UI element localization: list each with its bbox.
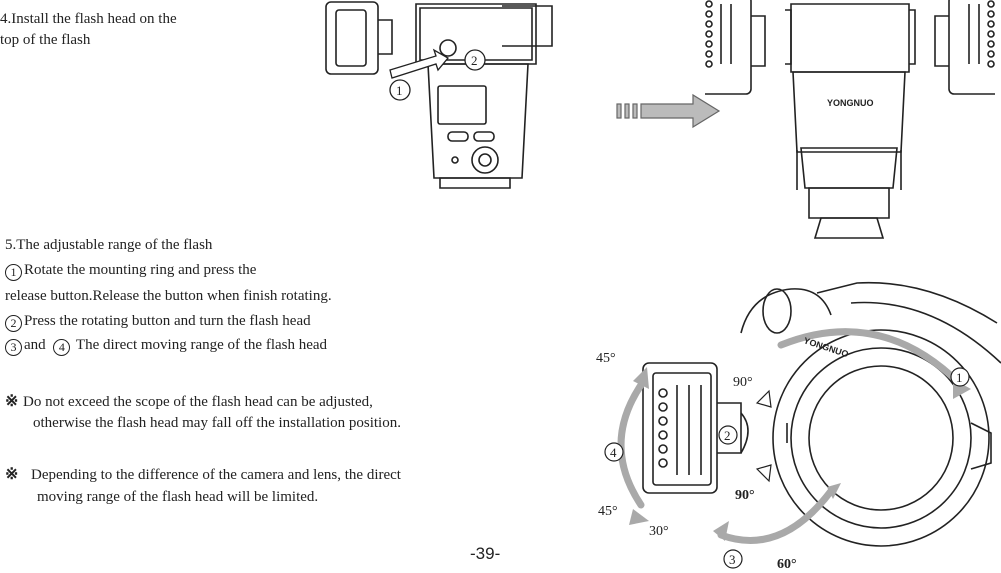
step5-item1-cont: release button.Release the button when f… bbox=[5, 288, 332, 304]
ring-callout-3: 3 bbox=[729, 552, 736, 567]
step5-title: 5.The adjustable range of the flash bbox=[5, 237, 213, 253]
note1-line1: ※Do not exceed the scope of the flash he… bbox=[5, 393, 373, 411]
ring-callout-2: 2 bbox=[724, 428, 731, 443]
angle-30: 30° bbox=[649, 524, 669, 539]
callout-1-marker: 1 bbox=[5, 264, 22, 281]
angle-90-top: 90° bbox=[733, 375, 753, 390]
callout-4-marker: 4 bbox=[53, 339, 71, 356]
angle-60: 60° bbox=[777, 557, 797, 572]
top-callout-2: 2 bbox=[471, 53, 478, 68]
assembled-flash-illustration: YONGNUO bbox=[705, 0, 995, 239]
note-symbol: ※ bbox=[5, 466, 19, 483]
ring-brand-label: YONGNUO bbox=[802, 335, 849, 359]
flash-install-illustration: 1 2 bbox=[325, 1, 553, 189]
step5-item1-text: Rotate the mounting ring and press the bbox=[24, 262, 257, 278]
note1-text: Do not exceed the scope of the flash hea… bbox=[23, 394, 373, 410]
step4-line1: 4.Install the flash head on the bbox=[0, 11, 177, 27]
note1-line2: otherwise the flash head may fall off th… bbox=[33, 415, 401, 431]
callout-2-marker: 2 bbox=[5, 315, 22, 332]
page-number: -39- bbox=[470, 544, 501, 563]
ring-callout-4: 4 bbox=[610, 445, 617, 460]
angle-90-bottom: 90° bbox=[735, 488, 755, 503]
rotation-range-illustration: YONGNUO 45° 45° 90° 90° 30° 60° 1 2 3 4 bbox=[596, 281, 1001, 572]
step5-item34-and: and bbox=[24, 337, 46, 353]
note2-text: Depending to the difference of the camer… bbox=[31, 467, 401, 483]
top-brand-label: YONGNUO bbox=[827, 98, 874, 108]
angle-45-bottom: 45° bbox=[598, 504, 618, 519]
note2-line1: ※ Depending to the difference of the came… bbox=[5, 466, 401, 484]
top-callout-1: 1 bbox=[396, 83, 403, 98]
step4-line2: top of the flash bbox=[0, 32, 91, 48]
ring-callout-1: 1 bbox=[956, 370, 963, 385]
note-symbol: ※ bbox=[5, 393, 19, 410]
step5-item2-text: Press the rotating button and turn the f… bbox=[24, 313, 311, 329]
callout-3-marker: 3 bbox=[5, 339, 22, 356]
note2-line2: moving range of the flash head will be l… bbox=[37, 489, 319, 505]
angle-45-top: 45° bbox=[596, 351, 616, 366]
grey-arrow-icon bbox=[616, 93, 721, 129]
step5-item34-text: The direct moving range of the flash hea… bbox=[75, 337, 328, 353]
